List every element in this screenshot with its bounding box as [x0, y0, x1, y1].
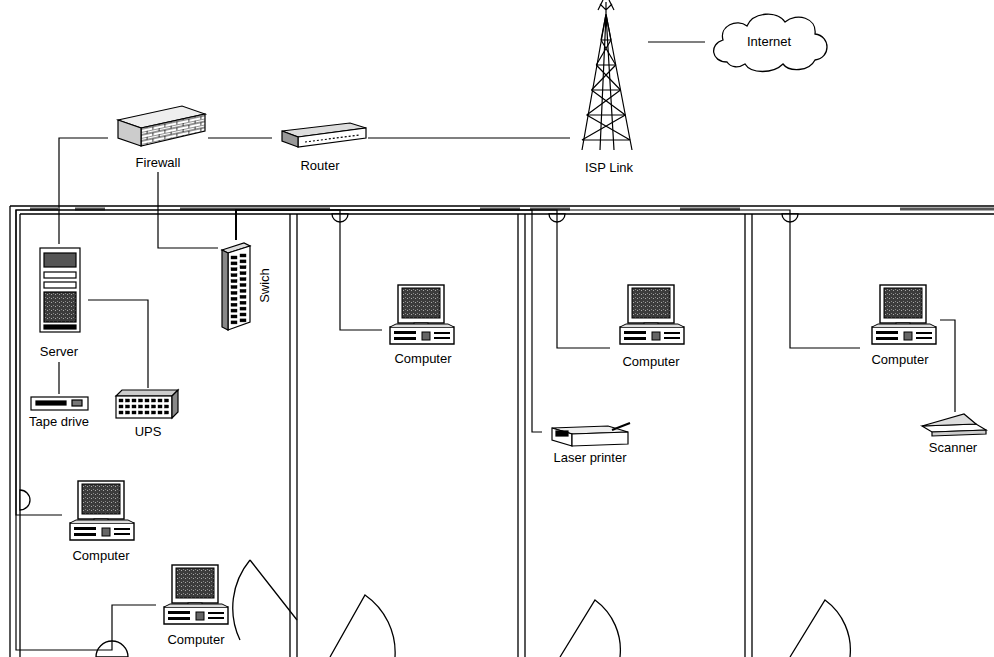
network-cable	[16, 210, 236, 650]
isp-tower: ISP Link	[570, 4, 648, 176]
computer-device: Computer	[62, 478, 140, 564]
computer-device: Computer	[610, 282, 692, 372]
ups-device: UPS	[112, 388, 184, 442]
network-cable	[940, 320, 955, 412]
device-label: ISP Link	[585, 160, 633, 175]
network-cable	[236, 210, 542, 432]
device-label: Computer	[622, 354, 679, 369]
laser-printer-device: Laser printer	[542, 418, 638, 468]
scanner-device: Scanner	[918, 412, 988, 456]
network-cable	[236, 210, 610, 348]
device-label: Computer	[167, 632, 224, 647]
server-device: Server	[30, 244, 88, 362]
computer-device: Computer	[382, 282, 464, 368]
network-cable	[88, 300, 148, 388]
device-label: Internet	[747, 34, 791, 49]
device-label: Computer	[72, 548, 129, 563]
device-label: Swich	[257, 268, 272, 303]
device-label: Firewall	[136, 155, 181, 170]
computer-device: Computer	[860, 282, 940, 370]
network-cable	[236, 210, 860, 348]
switch-device: Swich	[218, 240, 276, 334]
firewall-device: Firewall	[108, 104, 208, 172]
network-cable	[59, 138, 108, 244]
internet-cloud: Internet	[705, 8, 833, 74]
network-cable	[236, 210, 382, 330]
device-label: Laser printer	[554, 450, 627, 465]
device-label: Scanner	[929, 440, 977, 455]
device-label: UPS	[135, 424, 162, 439]
device-label: Computer	[394, 351, 451, 366]
device-label: Router	[300, 158, 339, 173]
tape-drive-device: Tape drive	[20, 394, 98, 432]
device-label: Server	[40, 344, 78, 359]
network-cable	[58, 362, 59, 394]
device-label: Tape drive	[29, 414, 89, 429]
router-device: Router	[272, 120, 368, 174]
device-label: Computer	[871, 352, 928, 367]
computer-device: Computer	[156, 562, 236, 650]
network-cable	[368, 137, 570, 138]
network-cable	[648, 41, 705, 42]
network-cable	[16, 210, 236, 515]
network-cable	[208, 137, 272, 138]
